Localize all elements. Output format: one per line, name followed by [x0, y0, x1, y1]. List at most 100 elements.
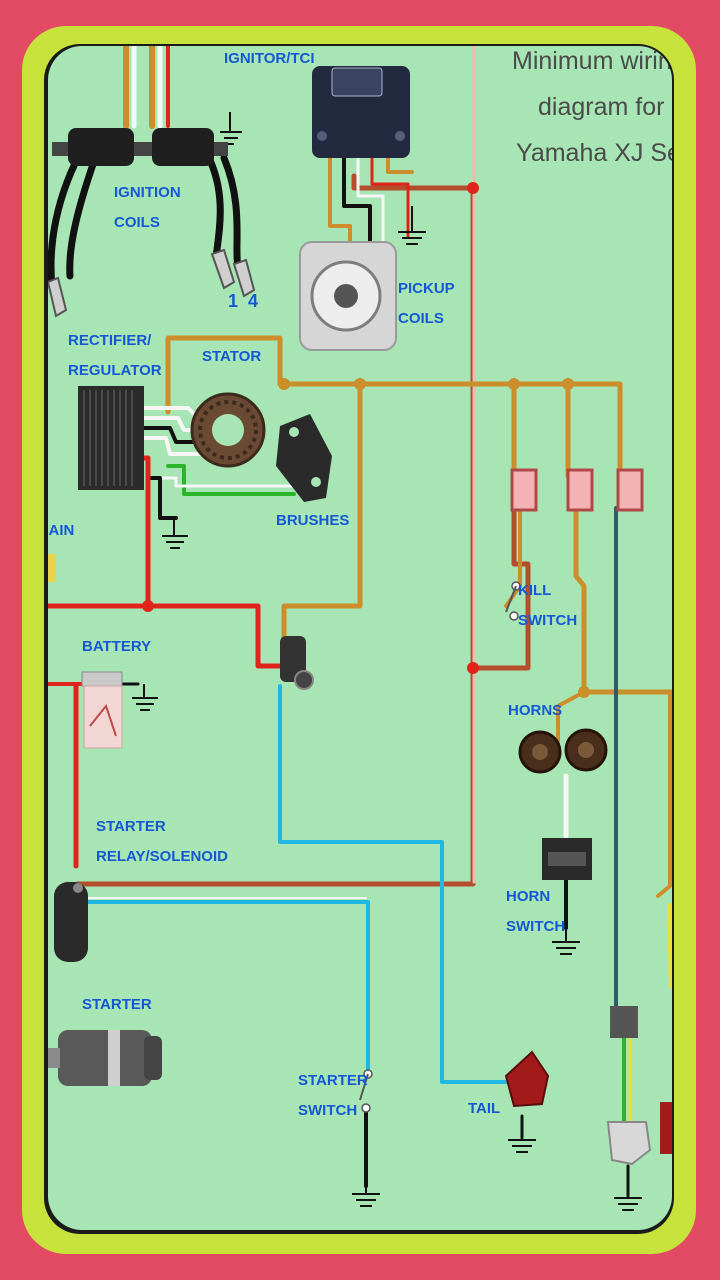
ignition-coil-right: [152, 128, 214, 166]
starter-motor-band: [108, 1030, 120, 1086]
wire-green-brushes: [166, 464, 296, 496]
right-components: [606, 1006, 672, 1211]
ignition-coil-left: [68, 128, 134, 166]
label-kill-switch: KILL SWITCH: [518, 582, 578, 629]
tci-screw: [395, 131, 405, 141]
spark-plug-cap-edge: [48, 276, 68, 318]
brushes-body: [276, 414, 332, 502]
switch-contact: [509, 611, 519, 621]
label-horns: HORNS: [508, 702, 563, 719]
tci-screw: [317, 131, 327, 141]
battery-top: [81, 671, 123, 687]
label-battery: BATTERY: [82, 638, 152, 655]
switch-contact: [361, 1103, 371, 1113]
wire-orange-main-bus: [165, 335, 623, 477]
ignition-switch-body: [280, 636, 306, 682]
starter-switch: [352, 1069, 380, 1207]
diagram-title-line2: diagram for: [538, 93, 665, 121]
wire-cyan-relay: [86, 900, 370, 1078]
stator-center: [212, 414, 244, 446]
pickup-coils: [299, 241, 397, 351]
horn-left-center: [532, 744, 548, 760]
ground-symbol: [162, 518, 188, 549]
label-horn-switch: HORN SWITCH: [506, 888, 566, 935]
junction-dot: [562, 378, 574, 390]
label-stator: STATOR: [202, 348, 262, 365]
wire-yellow-right: [667, 903, 672, 989]
junction-dot: [467, 182, 479, 194]
battery-gauge: [89, 703, 117, 737]
switch-lever: [359, 1073, 369, 1101]
ground-symbol: [398, 206, 426, 245]
wire-white-brushes: [156, 476, 300, 488]
ground-symbol: [614, 1196, 642, 1211]
junction-dot: [578, 686, 590, 698]
wire-coil-lead-4: [220, 154, 242, 272]
junction-dot: [142, 600, 154, 612]
wire-tci-white: [356, 154, 385, 258]
horn-switch: [542, 838, 592, 955]
wire-brown-main-frame: [351, 173, 531, 671]
fuse: [616, 468, 644, 512]
starter-motor-end: [144, 1036, 162, 1080]
rectifier-fins: [83, 390, 133, 486]
label-starter-switch: STARTER SWITCH: [298, 1072, 368, 1119]
wiring-diagram-svg: [48, 46, 672, 1211]
wire-tci-black: [342, 154, 372, 253]
ignition-switch-knob: [294, 670, 314, 690]
right-edge-lamp: [660, 1102, 672, 1154]
headlight-bulb: [606, 1121, 652, 1166]
wire-cyan-ignition: [278, 684, 510, 1084]
tail-light: [504, 1050, 550, 1153]
ground-symbol: [132, 684, 158, 711]
wire-coil-lead-3: [204, 152, 224, 262]
label-tail: TAIL: [468, 1100, 501, 1117]
wiring-diagram: Minimum wiring diagram for Yamaha XJ Ser…: [48, 46, 672, 1230]
horn-right-center: [578, 742, 594, 758]
horn-switch-panel: [548, 852, 586, 866]
label-rectifier-regulator: RECTIFIER/ REGULATOR: [68, 332, 162, 379]
ground-symbol: [508, 1138, 536, 1153]
fuse: [566, 468, 594, 512]
fuse: [510, 468, 538, 512]
brushes: [276, 414, 332, 502]
ground-symbol: [552, 928, 580, 955]
wire-orange-horn: [573, 505, 672, 695]
stator-teeth: [198, 400, 258, 460]
junction-dot: [508, 378, 520, 390]
switch-lever: [505, 585, 517, 613]
battery-body: [83, 685, 123, 749]
ground-symbol: [352, 1186, 380, 1207]
label-ignitor-tci: IGNITOR/TCI: [224, 50, 315, 67]
tci-connector: [331, 67, 383, 97]
coil-connector: [134, 142, 152, 156]
label-coil-numbers: 1 4: [228, 291, 259, 311]
junction-dot: [467, 662, 479, 674]
label-ignition-coils: IGNITION COILS: [114, 184, 181, 231]
spark-plug-cap-left: [210, 248, 236, 290]
ignition-coils: [48, 112, 256, 318]
starter-motor: [48, 1030, 162, 1086]
junction-dot: [354, 378, 366, 390]
label-starter-relay: STARTER RELAY/SOLENOID: [96, 818, 228, 865]
kill-switch: [505, 581, 521, 621]
battery: [81, 671, 158, 749]
starter-relay: [54, 882, 88, 962]
wire-coil-lead-2: [66, 146, 102, 280]
wire-orange-down-stator: [281, 381, 363, 649]
starter-motor-body: [58, 1030, 152, 1086]
tail-light-lens: [504, 1050, 550, 1108]
label-starter: STARTER: [82, 996, 152, 1013]
ignition-switch: [280, 636, 314, 690]
junction-dots: [142, 182, 590, 698]
rectifier-regulator: [78, 386, 188, 549]
wire-tci-red: [370, 154, 410, 238]
starter-motor-shaft: [48, 1048, 60, 1068]
rectifier-body: [78, 386, 144, 490]
ignitor-tci-box: [312, 66, 426, 245]
horns: [518, 728, 608, 774]
ground-symbol: [220, 112, 242, 145]
junction-dot: [278, 378, 290, 390]
wire-black-rect-ground: [146, 476, 178, 520]
label-pickup-coils: PICKUP COILS: [398, 280, 455, 327]
